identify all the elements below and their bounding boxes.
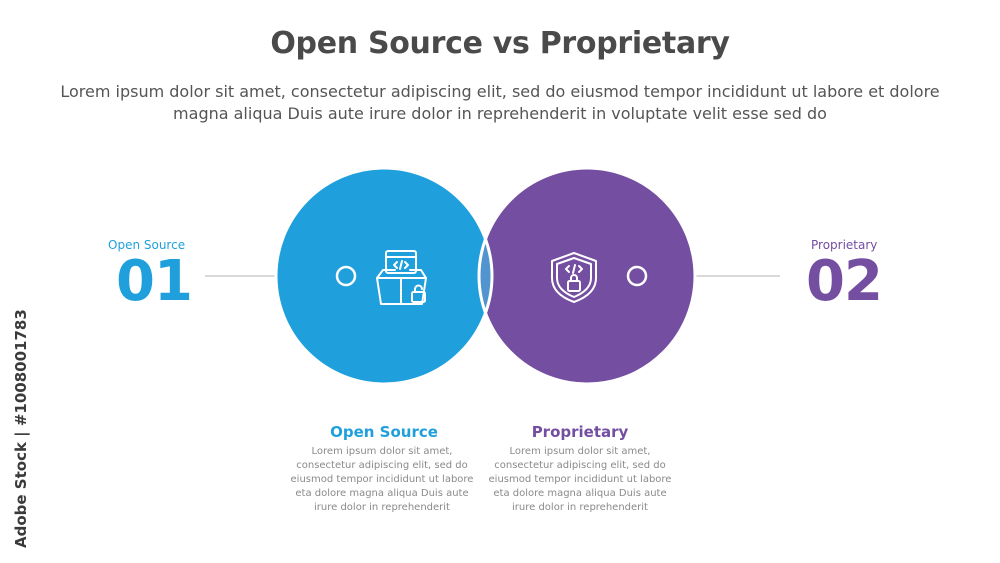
right-number: 02 xyxy=(806,249,883,314)
left-circle xyxy=(276,168,492,384)
left-heading: Open Source xyxy=(330,423,438,441)
left-connector-dot xyxy=(335,265,357,287)
right-circle xyxy=(479,168,695,384)
right-heading: Proprietary xyxy=(531,423,629,441)
right-side-label: Proprietary xyxy=(811,238,878,252)
open-box-code-icon xyxy=(376,250,427,305)
left-number: 01 xyxy=(116,249,193,314)
right-connector-dot xyxy=(626,265,648,287)
shield-code-lock-icon xyxy=(551,252,597,303)
stock-watermark: Adobe Stock | #1008001783 xyxy=(12,309,30,548)
left-side-label: Open Source xyxy=(108,238,186,252)
left-description: Lorem ipsum dolor sit amet, consectetur … xyxy=(290,446,474,513)
right-description: Lorem ipsum dolor sit amet, consectetur … xyxy=(488,446,672,513)
page-title: Open Source vs Proprietary xyxy=(270,26,730,61)
page-subtitle: Lorem ipsum dolor sit amet, consectetur … xyxy=(60,82,940,123)
